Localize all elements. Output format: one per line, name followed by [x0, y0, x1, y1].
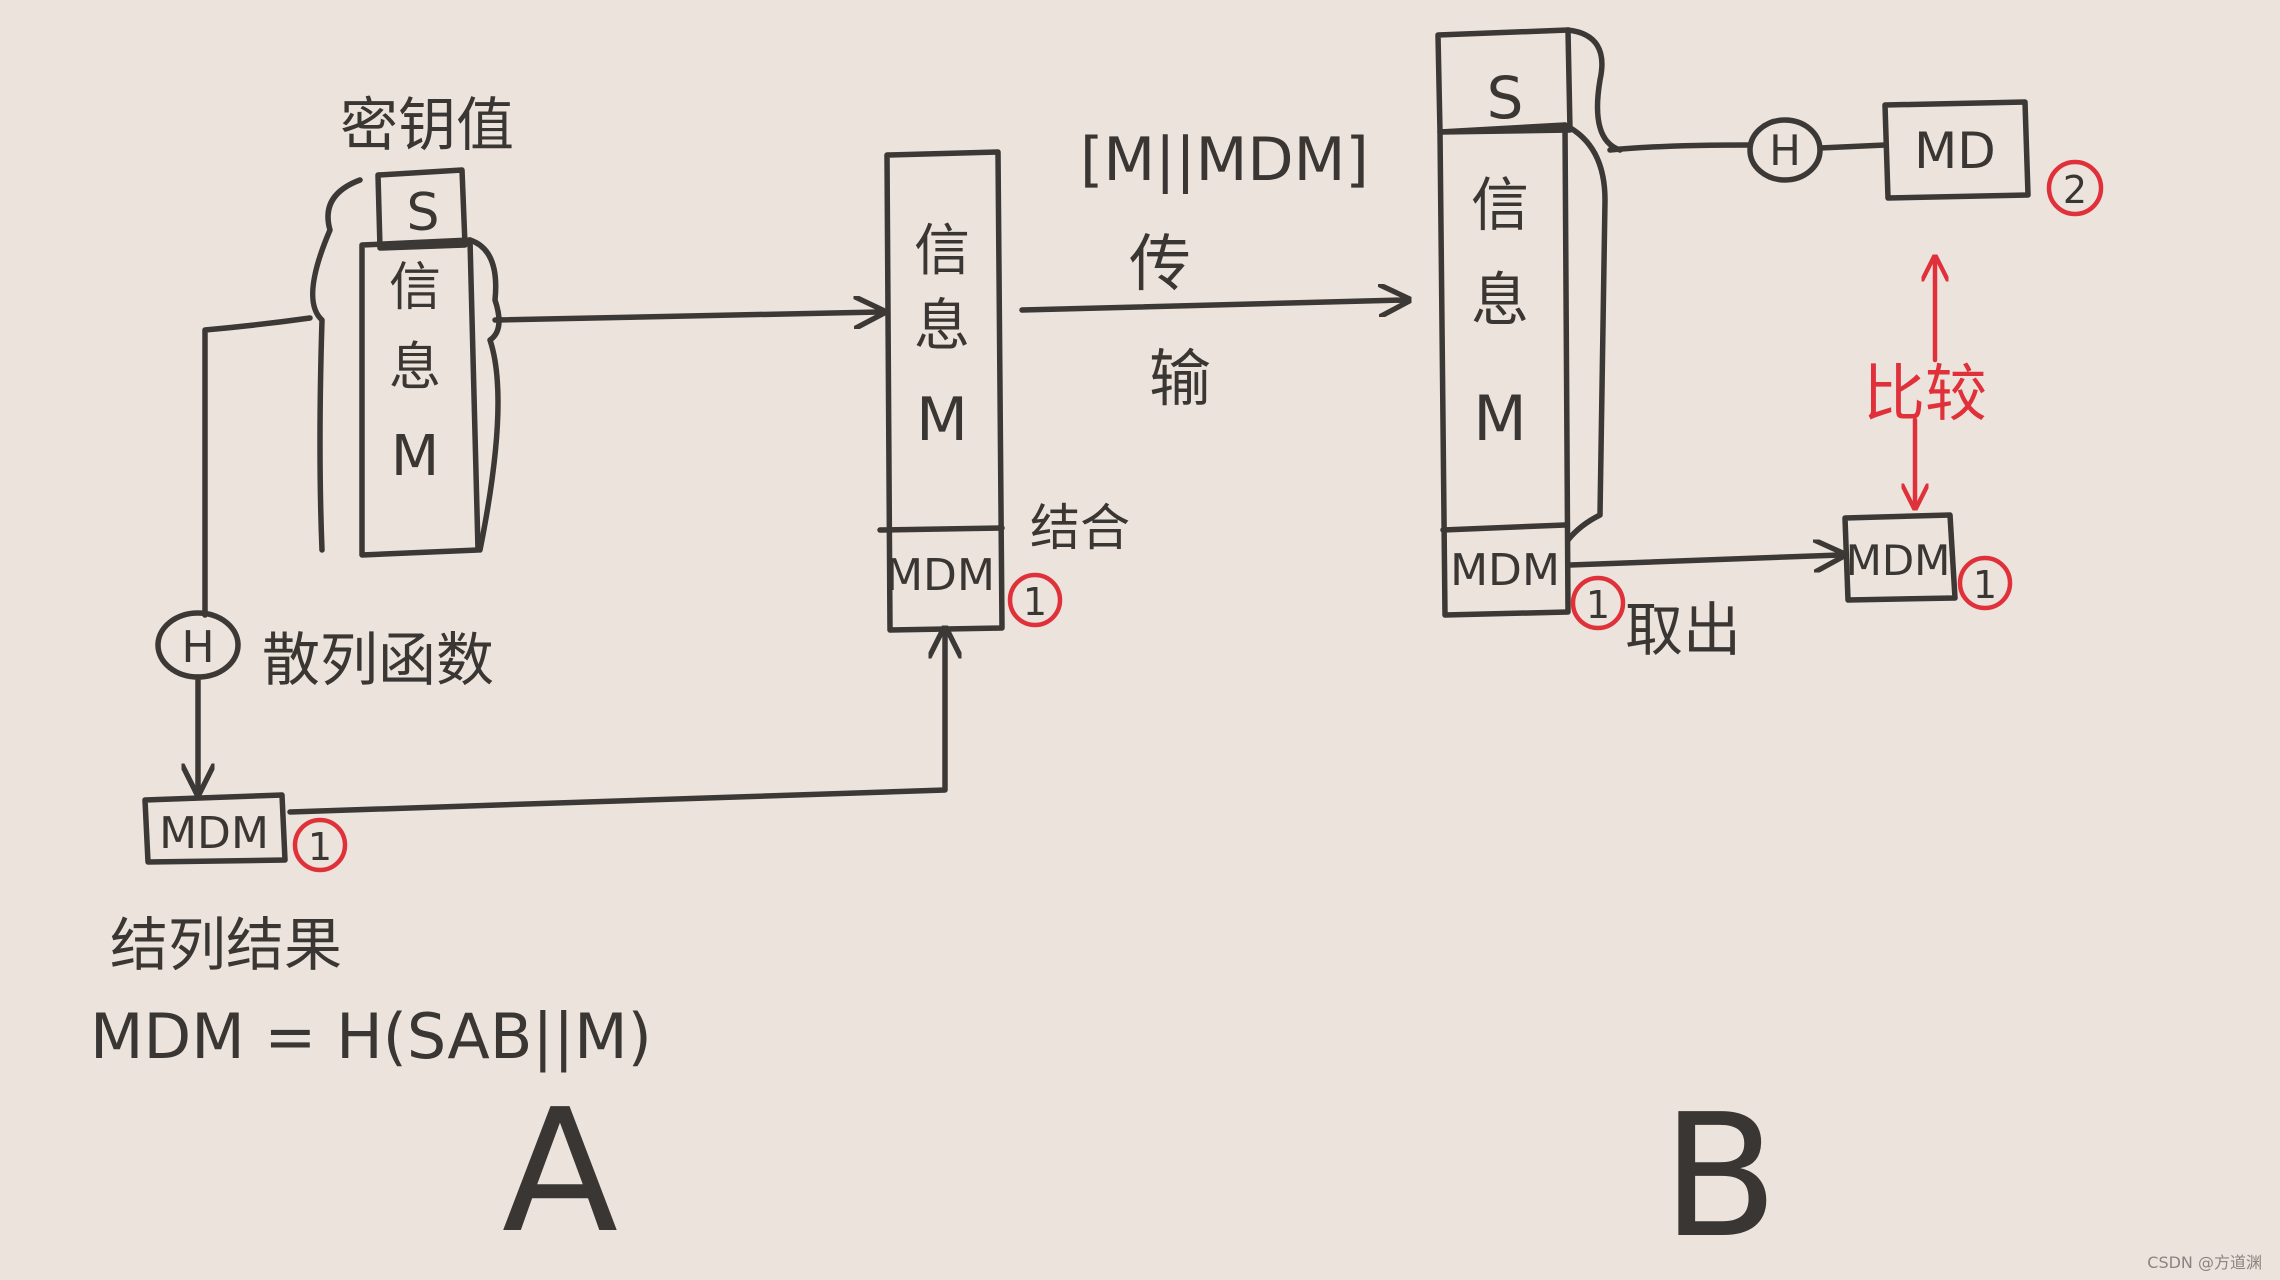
digest-to-combine-arrow — [287, 632, 945, 815]
receiver-outer-box — [1437, 122, 1571, 618]
computed-digest-box — [1882, 99, 2031, 201]
extract-label: 取出 — [1625, 596, 1741, 664]
key-cell — [375, 167, 468, 251]
combined-badge: 1 — [1023, 580, 1047, 624]
combined-message-text-1: 信 — [914, 219, 970, 284]
receiver-section: S 信 息 M MDM 1 取出 H MD 2 MDM 1 比较 B — [1435, 27, 2104, 1276]
receiver-message-text-2: 息 — [1471, 266, 1529, 334]
combined-section: 信 息 M MDM 1 结合 — [877, 149, 1130, 633]
combined-outer-box — [884, 149, 1005, 633]
result-label: 结列结果 — [110, 911, 342, 979]
sender-digest: MDM 1 — [142, 792, 348, 873]
receiver-right-edge — [1562, 122, 1608, 543]
transmit-label-1: 传 — [1129, 227, 1191, 300]
watermark: CSDN @方道渊 — [2147, 1253, 2262, 1272]
combined-divider — [877, 525, 1005, 533]
message-to-combine-arrow — [492, 312, 880, 320]
extracted-digest-text: MDM — [1846, 536, 1951, 585]
receiver-hash-symbol: H — [1769, 126, 1801, 175]
transmit-arrow — [1019, 300, 1405, 310]
payload-label: [M||MDM] — [1080, 125, 1369, 195]
key-symbol: S — [406, 183, 439, 243]
extracted-digest-box — [1842, 512, 1958, 603]
brace-mark — [309, 177, 363, 553]
combined-message-text-2: 息 — [914, 294, 970, 359]
hash-label: 散列函数 — [262, 626, 494, 694]
formula: MDM = H(SAB||M) — [90, 1000, 652, 1074]
receiver-to-hash-line — [1607, 142, 1753, 153]
digest-box — [142, 792, 288, 865]
receiver-message-text-3: M — [1473, 382, 1527, 455]
receiver-divider — [1440, 522, 1568, 533]
extracted-badge-circle — [1957, 555, 2013, 611]
digest-badge: 1 — [308, 825, 332, 869]
sender-message-text-3: M — [391, 424, 439, 489]
receiver-digest-text: MDM — [1450, 545, 1560, 596]
sender-message-text-2: 息 — [389, 338, 441, 398]
transmit-label-2: 输 — [1149, 342, 1211, 415]
combine-label: 结合 — [1030, 499, 1130, 557]
combined-badge-circle — [1007, 572, 1063, 628]
receiver-key-brace — [1565, 27, 1623, 153]
receiver-key-symbol: S — [1487, 64, 1524, 132]
receiver-badge: 1 — [1586, 583, 1610, 627]
sender-key-message-box: S 信 息 M — [309, 167, 502, 558]
computed-badge-circle — [2046, 159, 2104, 217]
receiver-badge-circle — [1570, 575, 1626, 631]
digest-text: MDM — [159, 808, 269, 859]
digest-badge-circle — [292, 817, 348, 873]
compare-label: 比较 — [1863, 357, 1987, 430]
receiver-message-text-1: 信 — [1471, 171, 1529, 239]
party-a-label: A — [502, 1073, 618, 1271]
party-b-label: B — [1662, 1078, 1779, 1276]
sender-message-edge — [467, 237, 502, 553]
key-label: 密钥值 — [340, 91, 514, 159]
sender-to-hash-line — [202, 315, 313, 618]
sender-message-text-1: 信 — [389, 258, 441, 318]
combined-digest-text: MDM — [885, 550, 995, 601]
hash-to-computed-line — [1817, 142, 1888, 151]
channel-section: [M||MDM] 传 输 传输 — [1019, 125, 1405, 415]
extract-arrow — [1567, 555, 1840, 565]
hash-symbol: H — [181, 622, 214, 673]
computed-badge: 2 — [2063, 168, 2087, 212]
sender-section: 密钥值 S 信 息 M H 散列函数 MDM 1 — [90, 91, 945, 1271]
sender-hash: H 散列函数 — [155, 610, 494, 694]
extracted-badge: 1 — [1973, 563, 1997, 607]
combined-message-text-3: M — [916, 385, 968, 455]
computed-digest-text: MD — [1914, 122, 1996, 180]
